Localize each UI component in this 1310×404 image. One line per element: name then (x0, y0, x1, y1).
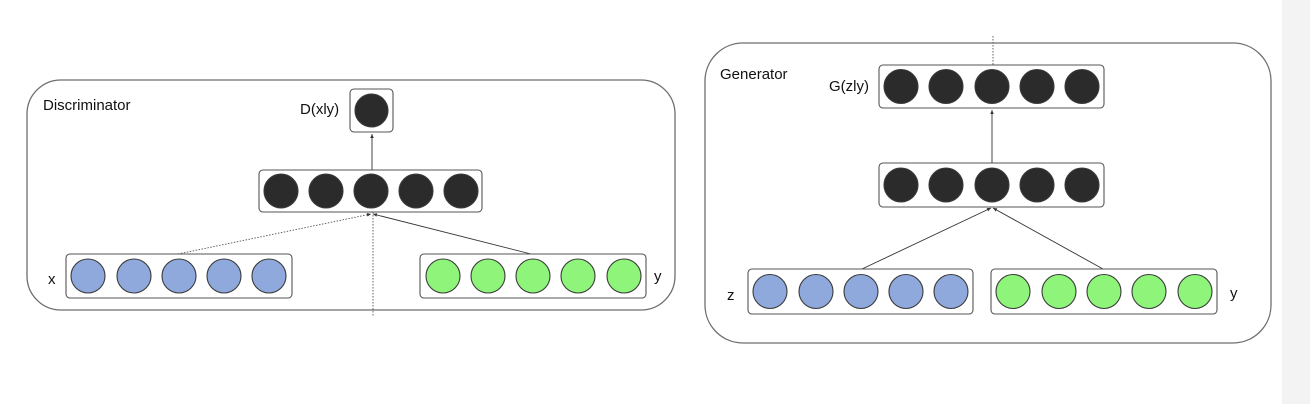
generator-z-label: z (727, 287, 735, 304)
generator-y-node (1086, 273, 1122, 310)
discriminator-x-to-hidden-arrow (177, 213, 372, 255)
discriminator-output-node (354, 93, 389, 128)
discriminator-hidden-node (443, 173, 479, 209)
generator-z-node (843, 273, 879, 310)
generator-hidden-node (1064, 167, 1100, 203)
discriminator-x-label: x (48, 271, 56, 288)
discriminator-output-label: D(xly) (300, 101, 339, 118)
discriminator-panel: Discriminator D(xly) x y (26, 79, 676, 316)
discriminator-x-node (161, 258, 197, 294)
discriminator-hidden-node (353, 173, 389, 209)
generator-z-node (888, 273, 924, 310)
discriminator-frame (26, 79, 676, 311)
generator-z-node (752, 273, 788, 310)
generator-output-label: G(zly) (829, 78, 869, 95)
generator-output-node (883, 68, 919, 105)
generator-y-node (1131, 273, 1167, 310)
discriminator-y-node (606, 258, 642, 294)
generator-output-node (928, 68, 964, 105)
generator-y-to-hidden-arrow (992, 207, 1104, 270)
discriminator-x-node (206, 258, 242, 294)
generator-hidden-node (974, 167, 1010, 203)
discriminator-y-to-hidden-arrow (372, 213, 532, 255)
discriminator-y-node (470, 258, 506, 294)
background-strip (1282, 0, 1310, 404)
generator-hidden-node (883, 167, 919, 203)
discriminator-y-node (425, 258, 461, 294)
generator-y-node (1041, 273, 1077, 310)
discriminator-title: Discriminator (43, 97, 131, 114)
generator-hidden-node (1019, 167, 1055, 203)
generator-panel: Generator G(zly) z (704, 36, 1272, 344)
discriminator-y-node (515, 258, 551, 294)
generator-z-to-hidden-arrow (861, 207, 992, 270)
discriminator-x-node (251, 258, 287, 294)
generator-frame (704, 42, 1272, 344)
discriminator-y-node (560, 258, 596, 294)
discriminator-hidden-node (398, 173, 434, 209)
generator-y-node (995, 273, 1031, 310)
generator-y-node (1177, 273, 1213, 310)
generator-output-node (1019, 68, 1055, 105)
generator-z-node (933, 273, 969, 310)
discriminator-y-label: y (654, 268, 662, 285)
generator-output-node (974, 68, 1010, 105)
discriminator-hidden-node (263, 173, 299, 209)
discriminator-x-node (116, 258, 152, 294)
discriminator-x-node (70, 258, 106, 294)
generator-title: Generator (720, 66, 788, 83)
discriminator-hidden-node (308, 173, 344, 209)
generator-y-label: y (1230, 285, 1238, 302)
generator-z-node (798, 273, 834, 310)
generator-hidden-node (928, 167, 964, 203)
generator-output-node (1064, 68, 1100, 105)
